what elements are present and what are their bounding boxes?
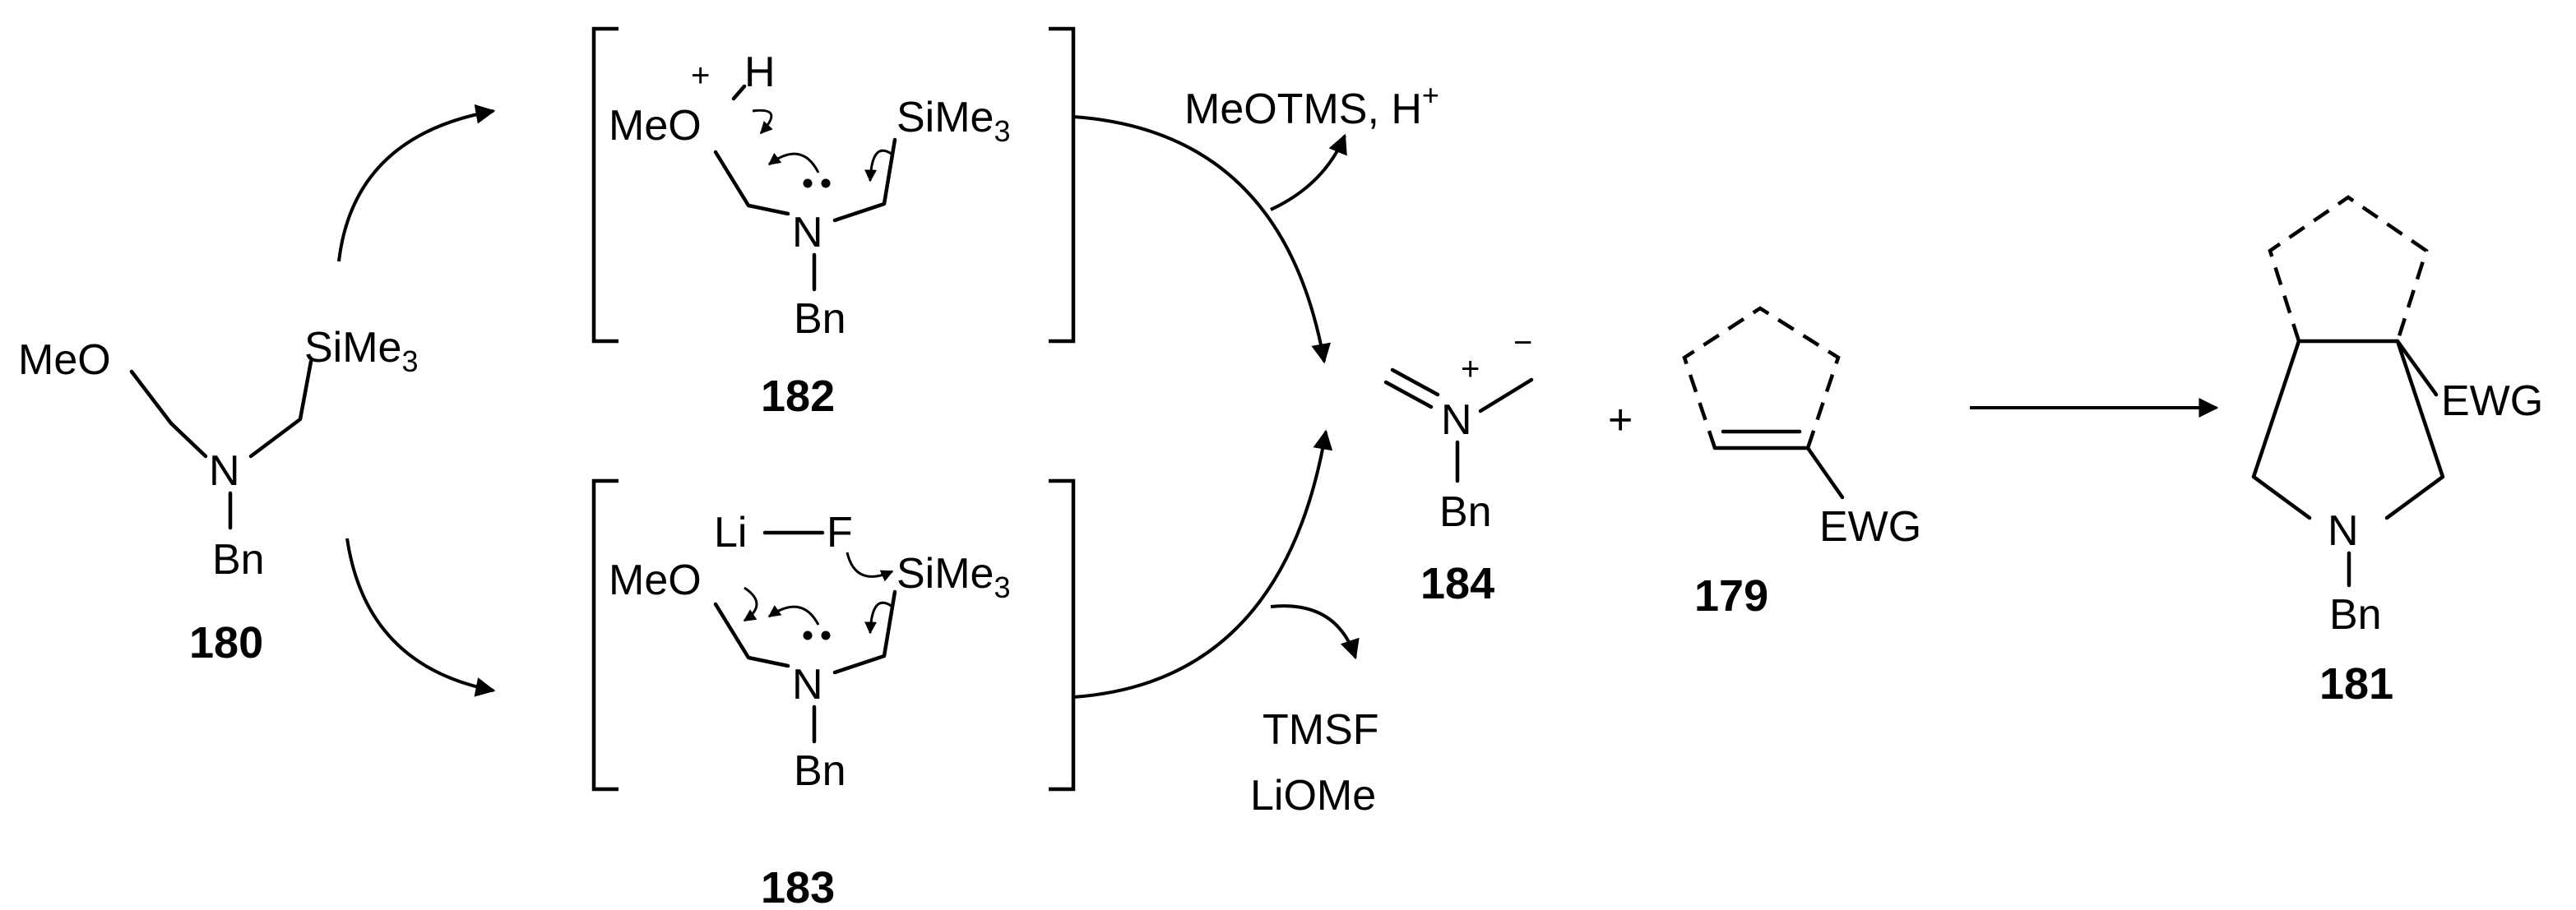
fluorine-label-183: F xyxy=(827,509,853,557)
top-byproduct-label: MeOTMS, H+ xyxy=(1184,78,1439,133)
silyl-label-183: SiMe3 xyxy=(897,550,1011,604)
benzyl-label-181: Bn xyxy=(2329,591,2382,639)
nitrogen-label-183: N xyxy=(792,661,823,709)
compound-label-179: 179 xyxy=(1694,571,1768,621)
compound-179: EWG 179 xyxy=(1682,306,1921,621)
methoxy-label-183: MeO xyxy=(609,557,702,604)
iminium-charge-184: + xyxy=(1461,351,1480,387)
ewg-label-179: EWG xyxy=(1819,503,1921,551)
arrow-bottom-byproduct xyxy=(1270,604,1360,660)
oxonium-charge-182: + xyxy=(691,58,710,94)
arrow-top-byproduct xyxy=(1270,133,1347,211)
arrow-180-to-183 xyxy=(345,538,496,697)
silyl-label-182: SiMe3 xyxy=(897,94,1011,148)
ewg-label-181: EWG xyxy=(2441,377,2543,425)
benzyl-label-183: Bn xyxy=(794,747,846,795)
compound-184: N + − Bn 184 xyxy=(1383,325,1534,608)
methoxy-label-182: MeO xyxy=(609,102,702,150)
compound-183: Li F MeO N SiMe3 Bn 183 xyxy=(591,478,1076,910)
benzyl-label-180: Bn xyxy=(212,536,265,584)
nitrogen-label-182: N xyxy=(792,209,823,256)
bottom-byproduct-label-1: TMSF xyxy=(1263,706,1379,754)
arrow-182-to-184 xyxy=(1073,115,1332,364)
lithium-label-183: Li xyxy=(714,509,747,557)
nitrogen-label-180: N xyxy=(209,447,240,495)
bottom-byproduct-label-2: LiOMe xyxy=(1250,772,1376,820)
compound-180: MeO N SiMe3 Bn 180 xyxy=(18,324,419,667)
arrow-183-to-184 xyxy=(1073,429,1333,699)
proton-label-182: H xyxy=(744,49,776,96)
silyl-label-180: SiMe3 xyxy=(304,324,419,378)
compound-label-181: 181 xyxy=(2319,659,2393,709)
arrow-180-to-182 xyxy=(337,104,496,262)
compound-182: + H MeO N SiMe3 Bn 182 xyxy=(591,26,1076,421)
plus-sign: + xyxy=(1608,396,1633,444)
benzyl-label-184: Bn xyxy=(1439,488,1492,536)
compound-label-180: 180 xyxy=(189,618,263,667)
nitrogen-label-181: N xyxy=(2328,507,2359,555)
benzyl-label-182: Bn xyxy=(794,295,846,343)
compound-181: EWG N Bn 181 xyxy=(2251,195,2543,709)
carbanion-charge-184: − xyxy=(1513,325,1532,361)
compound-label-183: 183 xyxy=(761,863,835,910)
nitrogen-label-184: N xyxy=(1441,396,1472,444)
compound-label-182: 182 xyxy=(761,372,835,421)
methoxy-label-180: MeO xyxy=(18,336,111,384)
compound-label-184: 184 xyxy=(1420,559,1494,608)
